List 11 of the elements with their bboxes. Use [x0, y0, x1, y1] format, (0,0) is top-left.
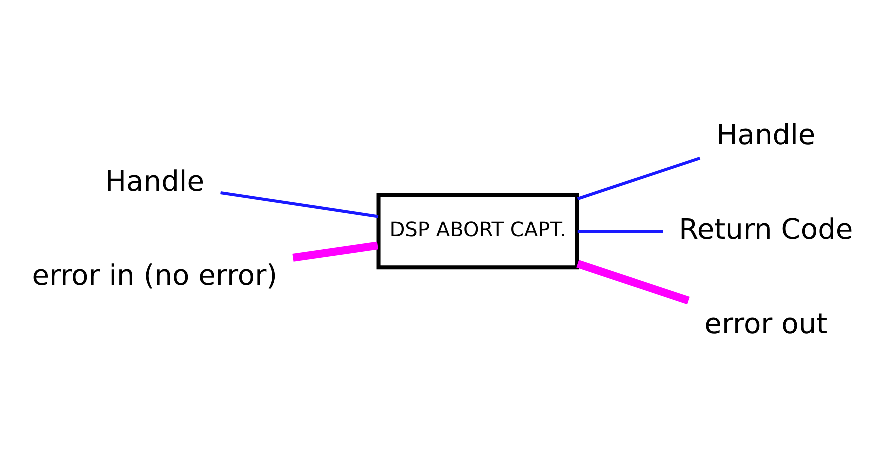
connector — [578, 230, 664, 232]
node-text: Handle — [105, 164, 204, 198]
node-text: error in (no error) — [32, 258, 278, 292]
node-text: Handle — [716, 118, 816, 152]
connector — [577, 156, 701, 200]
node-box: DSP ABORT CAPT. — [376, 192, 580, 270]
connector — [292, 241, 379, 262]
connector — [220, 190, 379, 218]
connector — [576, 260, 690, 304]
node-text: Return Code — [679, 212, 854, 246]
node-text: error out — [704, 306, 828, 340]
